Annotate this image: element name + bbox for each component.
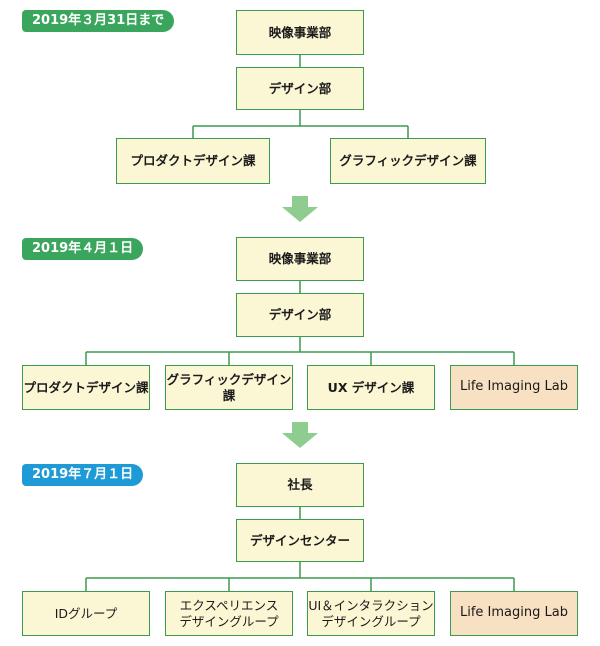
org-box-child: プロダクトデザイン課	[116, 138, 270, 184]
org-box-child: Life Imaging Lab	[450, 591, 578, 636]
org-box-second: デザイン部	[236, 293, 364, 337]
org-box-child: グラフィックデザイン課	[165, 365, 293, 410]
org-box-child: エクスペリエンス デザイングループ	[165, 591, 293, 636]
date-label: 2019年３月31日まで	[22, 10, 175, 32]
org-box-child: グラフィックデザイン課	[330, 138, 486, 184]
org-box-child: Life Imaging Lab	[450, 365, 578, 410]
date-label: 2019年７月１日	[22, 464, 144, 486]
org-box-top: 映像事業部	[236, 10, 364, 55]
date-label: 2019年４月１日	[22, 238, 144, 260]
org-box-child: UX デザイン課	[307, 365, 435, 410]
org-box-top: 映像事業部	[236, 237, 364, 281]
org-box-child: プロダクトデザイン課	[22, 365, 150, 410]
org-box-second: デザイン部	[236, 67, 364, 110]
org-box-second: デザインセンター	[236, 519, 364, 562]
org-box-child: IDグループ	[22, 591, 150, 636]
down-arrow-icon	[282, 196, 318, 222]
down-arrow-icon	[282, 422, 318, 448]
org-box-child: UI＆インタラクション デザイングループ	[307, 591, 435, 636]
org-box-top: 社長	[236, 463, 364, 507]
